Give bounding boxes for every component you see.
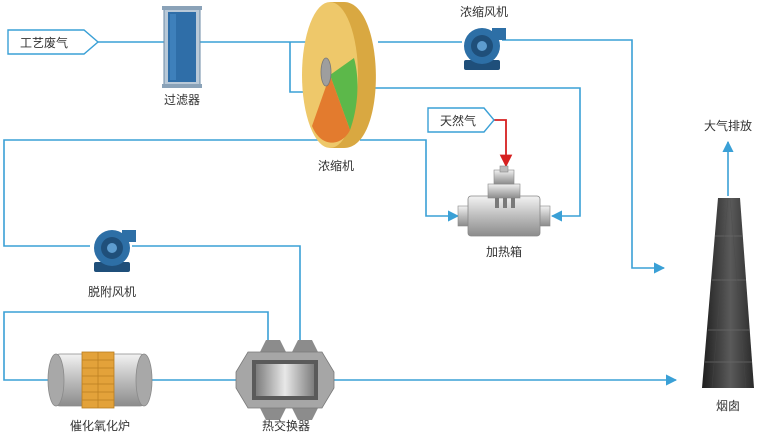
line-desorb-fan-to-exchanger	[132, 246, 300, 340]
filter-icon	[162, 6, 202, 88]
heat-exchanger-label: 热交换器	[262, 418, 310, 433]
heating-box-label: 加热箱	[486, 244, 522, 259]
conc-fan-label: 浓缩风机	[460, 4, 508, 19]
heating-box-icon	[458, 166, 550, 236]
chimney-icon	[702, 198, 754, 388]
process-gas-tag: 工艺废气	[8, 30, 98, 54]
rotary-concentrator-icon	[302, 2, 376, 148]
chimney-label: 烟囱	[716, 399, 740, 413]
catalytic-furnace-label: 催化氧化炉	[70, 419, 130, 433]
natural-gas-label: 天然气	[440, 113, 476, 128]
line-wheel-to-desorb-fan	[4, 140, 325, 246]
atmosphere-label: 大气排放	[704, 118, 752, 133]
centrifugal-fan-icon	[464, 28, 506, 70]
process-gas-label: 工艺废气	[20, 35, 68, 50]
catalytic-furnace-icon	[48, 352, 152, 408]
desorb-fan-icon	[94, 230, 136, 272]
natural-gas-tag: 天然气	[428, 108, 494, 132]
concentrator-label: 浓缩机	[318, 158, 354, 173]
line-wheel-to-heating-box-left	[360, 140, 458, 216]
desorb-fan-label: 脱附风机	[88, 284, 136, 299]
filter-label: 过滤器	[164, 93, 200, 107]
heat-exchanger-icon	[236, 340, 334, 420]
